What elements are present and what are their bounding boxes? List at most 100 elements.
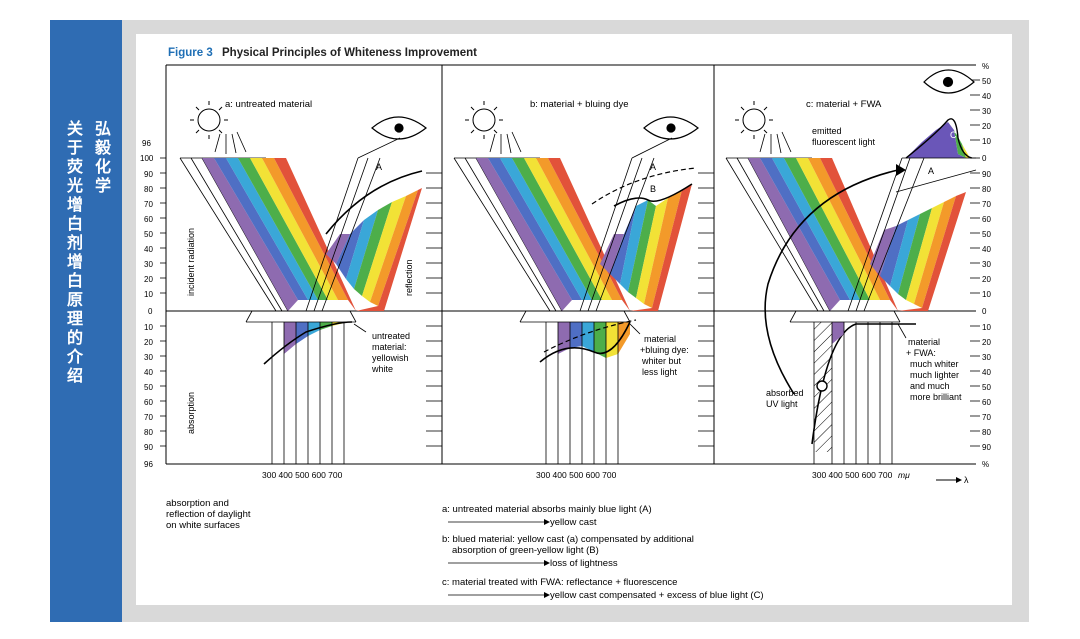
left-scale-label: 20 — [144, 275, 153, 284]
left-scale-label: 40 — [144, 368, 153, 377]
right-scale-label: 30 — [982, 260, 991, 269]
legend-arrow-head — [544, 519, 550, 525]
sun-arrows — [214, 131, 247, 154]
figure-card — [136, 34, 1012, 605]
left-scale-label: 70 — [144, 200, 153, 209]
right-scale-label: 20 — [982, 122, 991, 131]
right-scale-label: 10 — [982, 323, 991, 332]
annotation-line: and much — [910, 381, 950, 391]
figure-label: Figure 3 — [168, 47, 213, 59]
lambda-arrow-head — [956, 477, 962, 483]
right-scale-label: 40 — [982, 92, 991, 101]
annotation-line: much whiter — [910, 359, 959, 369]
right-scale-label: 80 — [982, 428, 991, 437]
legend: a: untreated material absorbs mainly blu… — [442, 504, 764, 601]
footnote-line: on white surfaces — [166, 520, 240, 531]
left-scale-ticks — [160, 157, 166, 447]
wavelength-labels-a: 300 400 500 600 700 — [262, 470, 343, 480]
panel-c-emitted-line-1: emitted — [812, 126, 842, 136]
sun-icon — [465, 101, 503, 139]
right-scale-label: 50 — [982, 77, 991, 86]
mu-unit-label: mμ — [898, 470, 910, 480]
annotation-line: whiter but — [641, 356, 682, 366]
left-scale-label: 50 — [144, 230, 153, 239]
spectrum-reflected — [870, 192, 966, 311]
right-scale-label: 80 — [982, 185, 991, 194]
legend-b-line-2: absorption of green-yellow light (B) — [452, 545, 599, 556]
legend-a-result: yellow cast — [550, 517, 597, 528]
panel-c-absorbed-line-2: UV light — [766, 399, 798, 409]
left-scale-label: 80 — [144, 428, 153, 437]
panel-c-marker-a: A — [928, 166, 934, 176]
absorption-lines-a — [245, 310, 357, 464]
left-scale-label: 30 — [144, 260, 153, 269]
left-scale-label: 30 — [144, 353, 153, 362]
right-scale-label: 40 — [982, 368, 991, 377]
left-scale-label: 70 — [144, 413, 153, 422]
reflected-lines — [305, 137, 423, 312]
right-scale-label: % — [982, 62, 989, 71]
uv-arrow-head — [896, 164, 906, 176]
panel-c-emitted-line-2: fluorescent light — [812, 137, 876, 147]
right-scale-label: 20 — [982, 338, 991, 347]
absorption-label: absorption — [186, 392, 196, 434]
left-scale-label: 10 — [144, 323, 153, 332]
absorption-lines-b — [519, 310, 637, 464]
left-scale-label: 90 — [144, 170, 153, 179]
sidebar-title-line-1: 弘毅化学 — [92, 120, 109, 196]
lambda-label: λ — [964, 475, 969, 485]
spectrum-incident — [476, 158, 630, 311]
sun-icon — [735, 101, 773, 139]
legend-c-line: c: material treated with FWA: reflectanc… — [442, 577, 677, 588]
annotation-line: +bluing dye: — [640, 345, 689, 355]
sidebar-title-line-2: 关于荧光增白剂增白原理的介绍 — [64, 120, 81, 386]
panel-c-annotation: material + FWA: much whiter much lighter… — [906, 337, 962, 402]
legend-c-result: yellow cast compensated + excess of blue… — [550, 590, 764, 601]
panel-c-marker: C — [950, 130, 957, 140]
panel-a-caption: a: untreated material — [225, 99, 312, 110]
right-scale-label: 10 — [982, 137, 991, 146]
right-scale-label: 70 — [982, 413, 991, 422]
figure-title: Physical Principles of Whiteness Improve… — [222, 47, 477, 59]
fluorescence-peak — [905, 118, 973, 159]
annotation-pointer — [629, 323, 641, 335]
right-scale-label: 40 — [982, 245, 991, 254]
reflected-lines — [579, 137, 697, 312]
left-scale-label: 40 — [144, 245, 153, 254]
panel-c: c: material + FWA emitted fluorescent li… — [725, 69, 977, 485]
sun-icon — [190, 101, 228, 139]
absorption-lines-c — [789, 310, 901, 464]
panel-b-annotation: material +bluing dye: whiter but less li… — [640, 334, 689, 377]
footnote-line: reflection of daylight — [166, 509, 251, 520]
eye-icon — [643, 116, 699, 140]
panel-a-annotation: untreated material: yellowish white — [371, 331, 410, 374]
reflected-lines — [847, 157, 977, 312]
annotation-line: material: — [372, 342, 407, 352]
separator-ticks — [426, 172, 714, 447]
right-scale-label: 10 — [982, 290, 991, 299]
absorption-region-a — [284, 322, 344, 354]
right-scale-label: 20 — [982, 275, 991, 284]
eye-icon — [371, 116, 427, 140]
incident-radiation-label: incident radiation — [186, 228, 196, 296]
right-scale-label: 90 — [982, 443, 991, 452]
left-scale-label: 80 — [144, 185, 153, 194]
annotation-line: + FWA: — [906, 348, 936, 358]
left-scale-label: 50 — [144, 383, 153, 392]
absorption-region-b — [558, 322, 630, 358]
annotation-line: less light — [642, 367, 678, 377]
spectrum-reflected — [600, 184, 692, 311]
reflection-label: reflection — [404, 259, 414, 296]
legend-arrow-head — [544, 560, 550, 566]
panel-b-marker-a: A — [650, 162, 656, 172]
left-scale-label: 60 — [144, 215, 153, 224]
footnote-line: absorption and — [166, 498, 229, 509]
annotation-pointer — [353, 323, 367, 333]
uv-marker-circle — [816, 380, 828, 392]
legend-a-line: a: untreated material absorbs mainly blu… — [442, 504, 652, 515]
left-scale-label: 60 — [144, 398, 153, 407]
sidebar-title: 弘毅化学 关于荧光增白剂增白原理的介绍 — [50, 120, 122, 386]
spectrum-incident — [748, 158, 898, 311]
left-scale: 96 100 90 80 70 60 50 40 30 20 10 0 10 2… — [140, 139, 154, 469]
annotation-pointer — [897, 323, 907, 339]
